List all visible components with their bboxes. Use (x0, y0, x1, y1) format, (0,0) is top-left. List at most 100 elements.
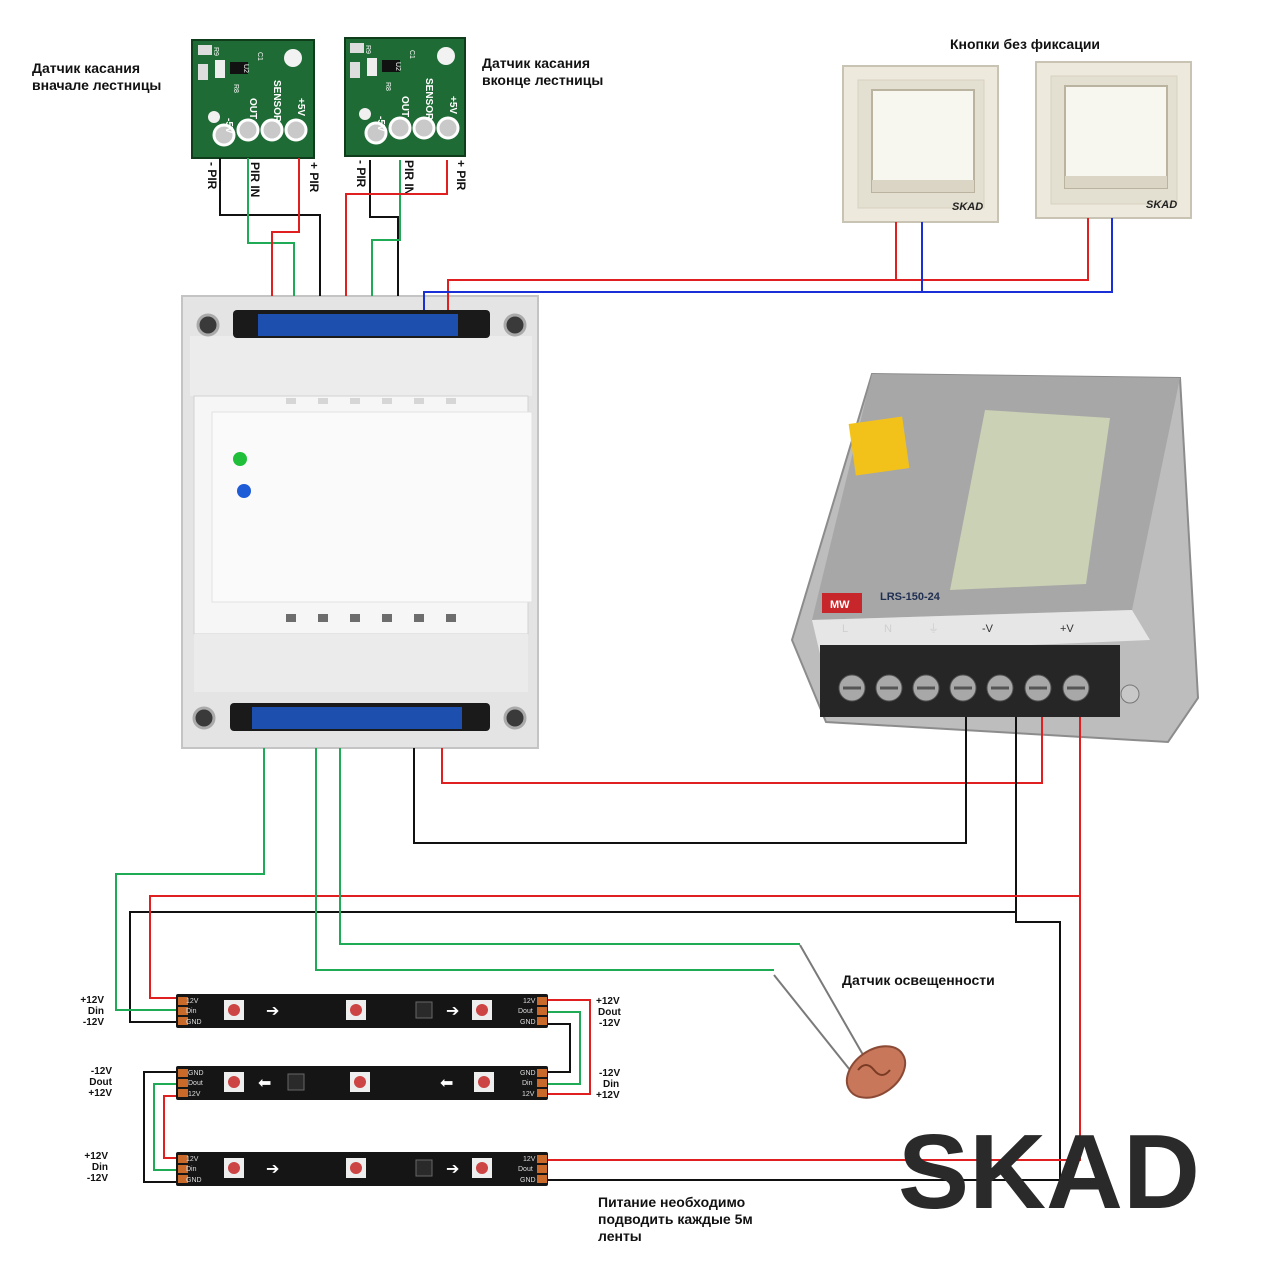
wire-red (548, 999, 591, 1095)
wire-black (143, 1071, 176, 1183)
strip-label: +12V (84, 1151, 108, 1162)
push-button-1: SKAD (842, 65, 999, 223)
part-label: R8 (232, 84, 239, 93)
wire-red (271, 158, 300, 296)
part-label: R8 (384, 82, 391, 91)
psu-brand: MW (830, 599, 850, 611)
wire-label-plus-pir: + PIR (307, 162, 321, 193)
strip-label: Dout (89, 1077, 112, 1088)
wire-green (115, 748, 265, 1011)
photoresistor-icon (773, 944, 907, 1099)
led-strip-3: 12V Din GND 12V Dout GND ➔ ➔ (176, 1152, 548, 1186)
part-label: U2 (242, 64, 249, 73)
led-strip-2: GND Dout 12V GND Din 12V ⬅ ⬅ (176, 1066, 548, 1100)
strip-label: -12V (599, 1068, 620, 1079)
psu-terminal-label: +V (1060, 623, 1074, 635)
caption-sensor-end: Датчик касания вконце лестницы (482, 55, 604, 88)
pad-label: 12V (522, 1091, 535, 1098)
part-label: C1 (408, 50, 415, 59)
strip-label: Din (88, 1006, 104, 1017)
strip-label: +12V (80, 995, 104, 1006)
arrow-right-icon: ➔ (446, 1003, 459, 1020)
psu-terminal-label: -V (982, 623, 994, 635)
psu-terminal-label: N (884, 623, 892, 635)
arrow-left-icon: ⬅ (440, 1075, 453, 1092)
push-button-2: SKAD (1035, 61, 1192, 219)
pin-label: SENSOR (271, 80, 282, 123)
wires (115, 158, 1113, 1183)
pad-label: 12V (188, 1091, 201, 1098)
pad-label: 12V (186, 998, 199, 1005)
caption-power-note: Питание необходимо подводить каждые 5м л… (598, 1194, 753, 1244)
strip-label: -12V (87, 1173, 108, 1184)
wire-red (149, 717, 1081, 999)
pad-label: GND (520, 1070, 536, 1077)
strip-label: +12V (596, 1090, 620, 1101)
touch-sensor-end: -5V OUT SENSOR +5V R9 R8 U2 C1 (344, 37, 466, 157)
wire-red (163, 1095, 176, 1159)
wire-black (369, 160, 399, 296)
pad-label: GND (520, 1177, 536, 1184)
wire-green (153, 1083, 176, 1171)
arrow-right-icon: ➔ (446, 1161, 459, 1178)
wire-black (548, 1023, 571, 1073)
pin-label: OUT (399, 96, 410, 117)
arrow-right-icon: ➔ (266, 1161, 279, 1178)
wire-label-plus-pir: + PIR (454, 160, 468, 191)
arrow-left-icon: ⬅ (258, 1075, 271, 1092)
wire-black (413, 717, 967, 844)
psu-terminal-label: L (842, 623, 848, 635)
pad-label: 12V (523, 998, 536, 1005)
pin-label: +5V (447, 96, 458, 114)
led-strip-1: 12V Din GND 12V Dout GND ➔ ➔ (176, 994, 548, 1028)
led-chip-icon (224, 1000, 492, 1020)
strip-label: -12V (599, 1018, 620, 1029)
psu-model: LRS-150-24 (880, 591, 941, 603)
strip-label: Dout (598, 1007, 621, 1018)
brand-logo: SKAD (898, 1113, 1200, 1231)
pin-label: OUT (247, 98, 258, 119)
pad-label: Dout (518, 1166, 533, 1173)
wire-green (339, 748, 800, 945)
part-label: C1 (256, 52, 263, 61)
strip-label: Din (603, 1079, 619, 1090)
wire-blue (922, 218, 1113, 293)
caption-sensor-start: Датчик касания вначале лестницы (32, 60, 162, 93)
wire-red (441, 717, 1043, 784)
pad-label: Din (522, 1080, 533, 1087)
wire-green (548, 1011, 581, 1085)
wire-black (548, 912, 1061, 1181)
psu-terminal-label: ⏚ (928, 622, 939, 635)
wire-black (129, 717, 1017, 1023)
strip-label: -12V (83, 1017, 104, 1028)
pad-label: GND (186, 1177, 202, 1184)
wire-red (345, 160, 448, 296)
strip-label: +12V (88, 1088, 112, 1099)
pad-label: Din (186, 1166, 197, 1173)
part-label: U2 (394, 62, 401, 71)
part-label: R9 (364, 45, 371, 54)
pin-label: -5V (375, 116, 386, 132)
power-supply: MW LRS-150-24 L N ⏚ -V +V (790, 372, 1200, 744)
pad-label: GND (186, 1019, 202, 1026)
pad-label: Din (186, 1008, 197, 1015)
strip-label: -12V (91, 1066, 112, 1077)
led-chip-icon (224, 1158, 492, 1178)
wire-label-minus-pir: - PIR (205, 162, 219, 190)
button-brand: SKAD (952, 201, 983, 213)
wire-red (896, 218, 1089, 281)
pad-label: Dout (518, 1008, 533, 1015)
pin-label: SENSOR (423, 78, 434, 121)
controller-module (181, 295, 539, 749)
wire-label-pir-in: PIR IN (248, 162, 262, 197)
wire-black (219, 158, 321, 296)
wire-green (315, 748, 774, 971)
pad-label: GND (520, 1019, 536, 1026)
part-label: R9 (212, 47, 219, 56)
arrow-right-icon: ➔ (266, 1003, 279, 1020)
pin-label: +5V (295, 98, 306, 116)
pin-label: -5V (223, 118, 234, 134)
wire-label-pir-in: PIR IN (402, 160, 416, 195)
wire-red (447, 222, 897, 310)
strip-label: +12V (596, 996, 620, 1007)
